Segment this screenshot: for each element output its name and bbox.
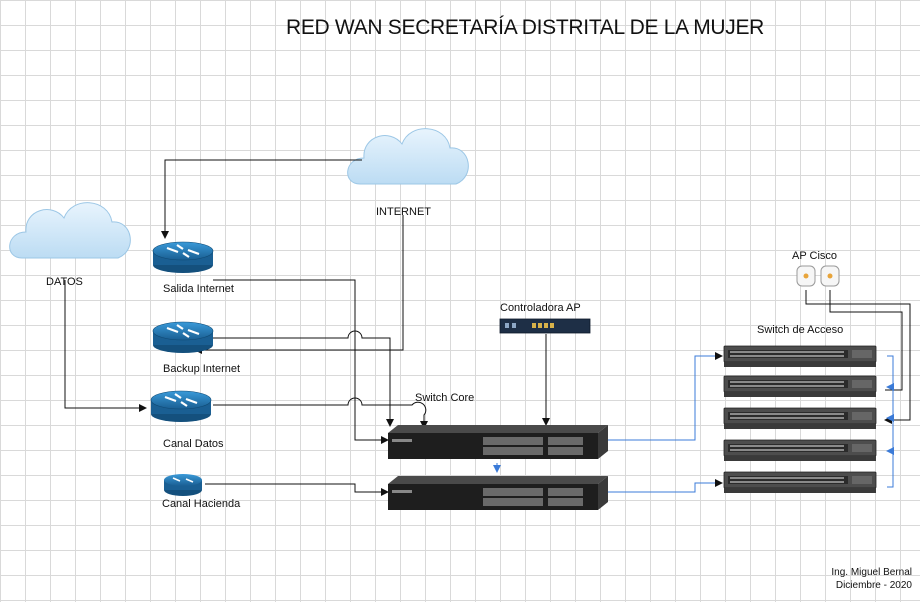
lan-links [493, 352, 894, 493]
link-salida-core [213, 279, 389, 444]
access-switch-5-icon [723, 471, 877, 494]
link-internet-salida [161, 159, 362, 239]
backup-internet-label: Backup Internet [163, 363, 241, 375]
link-ap2-access [829, 290, 903, 391]
switch-core-icon [388, 425, 608, 459]
internet-cloud-label: INTERNET [376, 206, 431, 218]
access-switch-3-icon [723, 407, 877, 430]
access-switch-2-icon [723, 375, 877, 398]
access-bus [887, 355, 894, 488]
switch-acceso-label: Switch de Acceso [757, 324, 844, 336]
controladora-ap-icon [499, 318, 591, 334]
ap-cisco-label: AP Cisco [792, 250, 838, 262]
link-core-access [608, 352, 723, 441]
author-date: Diciembre - 2020 [835, 580, 912, 591]
controladora-ap-label: Controladora AP [500, 302, 581, 314]
link-canal-core [213, 397, 428, 429]
datos-cloud-icon [9, 202, 131, 259]
canal-hacienda-label: Canal Hacienda [162, 498, 241, 510]
link-backup-core [213, 330, 394, 427]
author-block: Ing. Miguel Bernal Diciembre - 2020 [831, 566, 912, 592]
router-canal-datos-icon [149, 389, 213, 424]
ap-cisco-1-icon [796, 265, 816, 287]
router-canal-hacienda-icon [164, 474, 202, 496]
author-name: Ing. Miguel Bernal [831, 567, 912, 578]
wan-links [64, 159, 911, 496]
link-internet-backup [194, 215, 404, 354]
link-core2-access [608, 479, 723, 493]
router-backup-internet-icon [151, 320, 215, 355]
access-switch-4-icon [723, 439, 877, 462]
switch-core-label: Switch Core [415, 392, 475, 404]
switch-core-2-icon [388, 476, 608, 510]
canal-datos-label: Canal Datos [163, 438, 224, 450]
access-switch-1-icon [723, 345, 877, 368]
diagram-title: RED WAN SECRETARÍA DISTRITAL DE LA MUJER [285, 16, 765, 39]
link-hacienda-core2 [205, 483, 389, 496]
router-salida-internet-icon [151, 240, 215, 275]
datos-cloud-label: DATOS [46, 276, 83, 288]
salida-internet-label: Salida Internet [163, 283, 234, 295]
link-ap1-access [805, 290, 911, 424]
ap-cisco-2-icon [820, 265, 840, 287]
internet-cloud-icon [347, 128, 469, 185]
link-datos-canal [64, 280, 147, 412]
